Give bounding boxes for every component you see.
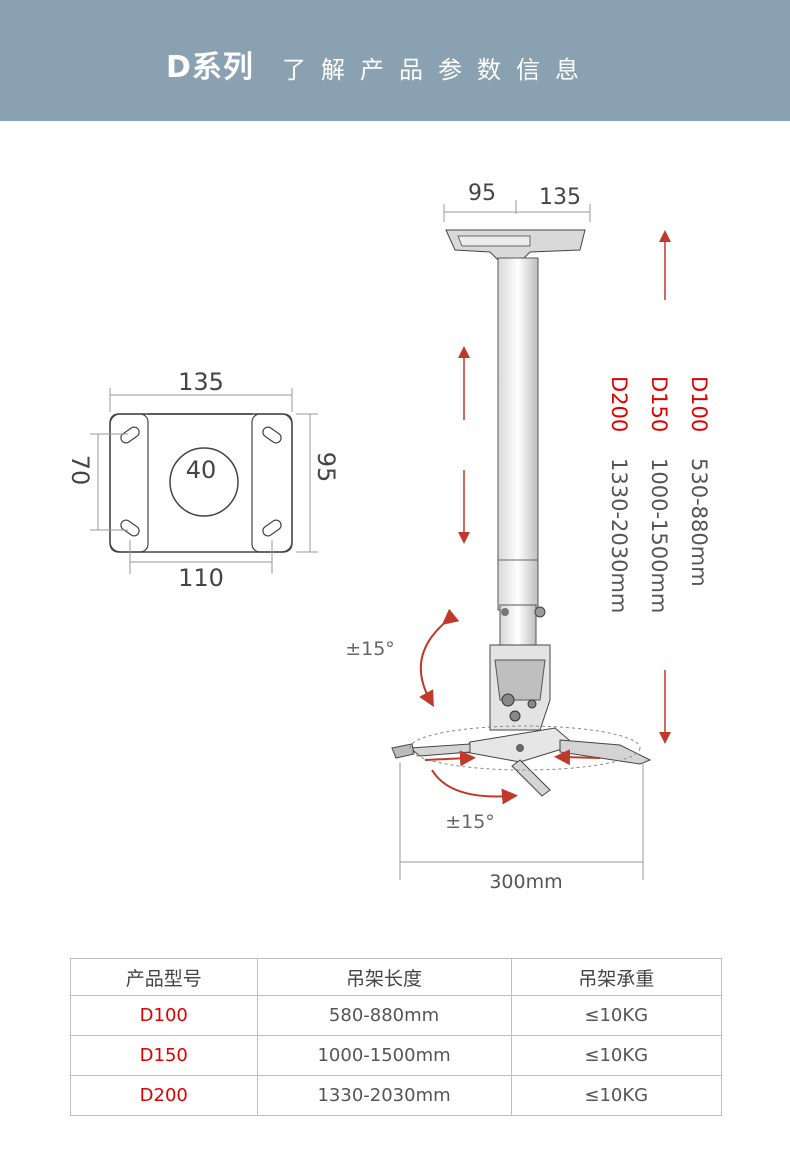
cell-length: 580-880mm: [256, 995, 512, 1036]
spec-table: 产品型号 吊架长度 吊架承重 D100 580-880mm ≤10KG D150…: [70, 958, 723, 1116]
cell-length: 1330-2030mm: [256, 1075, 512, 1116]
length-range-d100: 530-880mm: [687, 458, 711, 587]
plate-top-dim: 135: [178, 368, 224, 396]
cell-model: D200: [70, 1075, 258, 1116]
plate-center-dim: 40: [186, 456, 217, 484]
length-model-d150: D150: [647, 376, 671, 432]
cell-model: D150: [70, 1035, 258, 1076]
mount-width-dim: 300mm: [489, 871, 562, 893]
series-title: D系列: [166, 50, 254, 85]
length-model-d200: D200: [607, 376, 631, 432]
cell-model: D100: [70, 995, 258, 1036]
mounting-plate-drawing: [90, 388, 318, 574]
cell-load: ≤10KG: [510, 1035, 723, 1076]
length-model-d100: D100: [687, 376, 711, 432]
swivel-angle-label: ±15°: [445, 811, 495, 833]
table-row: D100 580-880mm ≤10KG: [70, 995, 723, 1036]
column-header-length: 吊架长度: [256, 958, 512, 996]
cell-length: 1000-1500mm: [256, 1035, 512, 1076]
cell-load: ≤10KG: [510, 1075, 723, 1116]
page-header: D系列 了解产品参数信息: [0, 0, 790, 121]
plate-bottom-dim: 110: [178, 564, 224, 592]
column-header-model: 产品型号: [70, 958, 258, 996]
tilt-angle-label: ±15°: [345, 638, 395, 660]
mount-top-left-dim: 95: [468, 181, 496, 206]
table-row: D150 1000-1500mm ≤10KG: [70, 1035, 723, 1076]
length-range-d200: 1330-2030mm: [607, 458, 631, 613]
plate-left-dim: 70: [66, 455, 94, 486]
product-diagram: 135 70 95 40 110: [66, 181, 711, 893]
table-header-row: 产品型号 吊架长度 吊架承重: [70, 958, 723, 996]
column-header-load: 吊架承重: [510, 958, 723, 996]
table-row: D200 1330-2030mm ≤10KG: [70, 1075, 723, 1116]
plate-right-dim: 95: [312, 452, 340, 483]
mount-top-right-dim: 135: [539, 185, 581, 210]
header-subtitle: 了解产品参数信息: [282, 56, 594, 84]
cell-load: ≤10KG: [510, 995, 723, 1036]
ceiling-mount-drawing: [391, 200, 671, 880]
length-range-d150: 1000-1500mm: [647, 458, 671, 613]
